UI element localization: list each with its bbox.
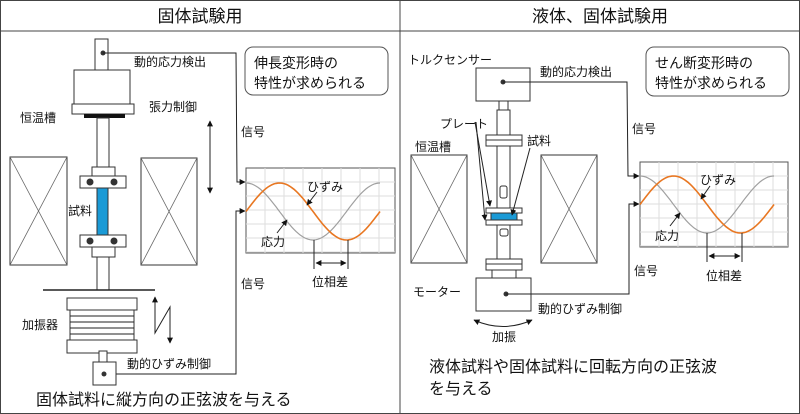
left-note-box (244, 46, 389, 96)
shaft (496, 109, 511, 261)
load-cell-flange (71, 103, 135, 115)
bolt-icon (86, 237, 94, 245)
load-cell-block (73, 69, 131, 105)
strain-pointer-arrow (700, 185, 711, 200)
shaft-top (498, 100, 509, 111)
right-stress-detect-label: 動的応力検出 (540, 64, 612, 79)
bolt-icon (110, 178, 118, 186)
motor-label: モーター (413, 285, 461, 299)
lower-flange (485, 263, 523, 271)
left-note-line2: 特性が求められる (254, 76, 366, 92)
bolt-icon (86, 178, 94, 186)
left-strain-control-label: 動的ひずみ制御 (127, 356, 211, 371)
upper-adapter (91, 166, 116, 177)
left-caption: 固体試料に縦方向の正弦波を与える (36, 390, 292, 409)
shaker (66, 297, 138, 354)
left-panel: 固体試験用 動的応力検出 伸長変形時の 特性が求められる 張力制御 恒温槽 (9, 7, 396, 409)
lower-adapter (91, 246, 116, 258)
upper-flange (485, 134, 523, 141)
stress-pointer-arrow (669, 212, 681, 227)
right-signal-bottom-label: 信号 (634, 264, 658, 278)
vibration-arrow-icon (152, 296, 173, 344)
left-signal-top-label: 信号 (241, 125, 265, 139)
right-specimen-label: 試料 (527, 133, 551, 148)
right-chamber-label: 恒温槽 (415, 140, 451, 154)
stress-wave (245, 182, 381, 241)
right-strain-label: ひずみ (700, 173, 736, 187)
right-caption-line1: 液体試料や固体試料に回転方向の正弦波 (429, 357, 717, 376)
lower-rod (96, 256, 110, 291)
bolt-icon (110, 237, 118, 245)
tension-control-label: 張力制御 (149, 99, 197, 114)
left-phase-diff-label: 位相差 (312, 274, 348, 289)
stress-pointer-arrow (276, 219, 288, 234)
right-note-line1: せん断変形時の (655, 55, 753, 72)
upper-flange (485, 139, 523, 147)
strain-sensor-rod (98, 350, 108, 363)
left-title: 固体試験用 (158, 7, 243, 27)
left-chamber-box (9, 156, 68, 266)
motor-coupling (491, 269, 517, 279)
strain-pointer-arrow (306, 191, 318, 206)
strain-wave (245, 182, 381, 241)
left-chamber-label: 恒温槽 (20, 111, 56, 125)
left-specimen-label: 試料 (68, 203, 92, 218)
right-waveform-graph (639, 161, 789, 248)
excitation-label: 加振 (492, 330, 516, 344)
right-note-line2: 特性が求められる (655, 76, 767, 92)
right-note-box (645, 46, 790, 97)
left-chamber-box (410, 154, 468, 264)
left-waveform-graph (245, 167, 396, 254)
left-strain-label: ひずみ (307, 180, 343, 194)
plate-label: プレート (440, 117, 488, 131)
upper-plate (485, 207, 523, 214)
strain-signal-line (104, 208, 246, 375)
strain-sensor-dot (101, 371, 107, 377)
right-panel: 液体、固体試験用 トルクセンサー 動的応力検出 せん断変形時の 特性が求められる… (408, 7, 790, 398)
shaft-window (499, 228, 509, 237)
left-stress-detect-label: 動的応力検出 (134, 54, 206, 69)
right-phase-diff-label: 位相差 (706, 268, 742, 283)
rotation-arrow-icon (473, 319, 533, 327)
right-strain-control-label: 動的ひずみ制御 (538, 301, 622, 316)
stress-signal-line (503, 81, 640, 179)
upper-rod (96, 117, 110, 168)
right-stress-label: 応力 (655, 229, 679, 243)
solid-specimen (96, 187, 109, 236)
shaft-window (499, 185, 508, 199)
strain-wave (639, 175, 775, 234)
right-signal-top-label: 信号 (632, 122, 656, 136)
lower-plate (485, 219, 523, 226)
black-plate (84, 114, 125, 118)
left-stress-label: 応力 (261, 235, 285, 249)
left-note-line1: 伸長変形時の (254, 55, 338, 72)
plate-pointer-arrow (475, 121, 488, 221)
strain-signal-line (506, 201, 640, 295)
specimen-pointer-arrow (510, 147, 531, 216)
right-chamber-box (140, 157, 198, 266)
shaker-label: 加振器 (22, 318, 58, 332)
right-chamber-box (540, 154, 598, 264)
right-caption-line2: を与える (429, 379, 493, 398)
liquid-specimen (490, 212, 518, 221)
stress-signal-line (103, 52, 246, 185)
lower-flange (485, 258, 523, 265)
left-signal-bottom-label: 信号 (241, 277, 265, 291)
torque-sensor-label: トルクセンサー (408, 53, 492, 67)
right-title: 液体、固体試験用 (532, 7, 668, 27)
